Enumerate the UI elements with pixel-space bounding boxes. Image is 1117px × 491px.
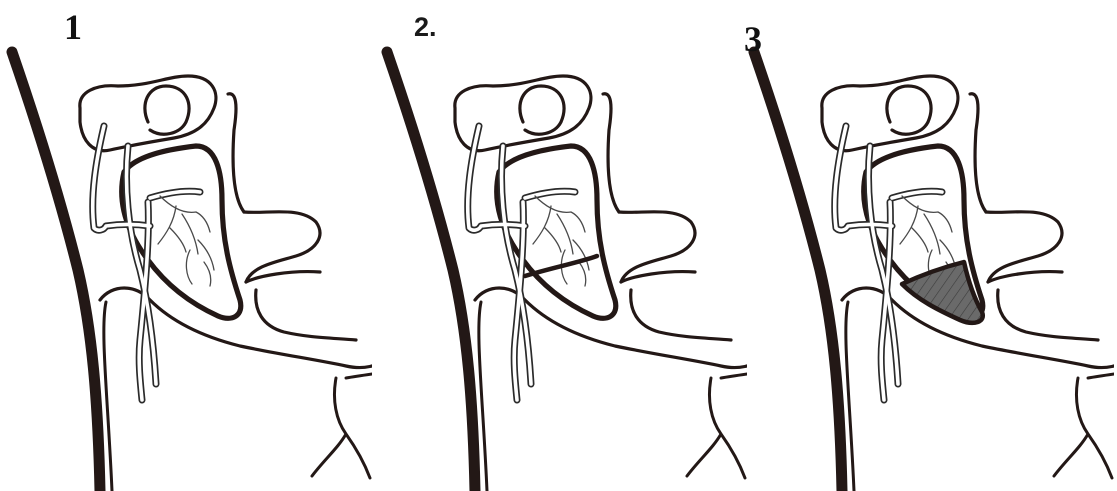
panel-3 bbox=[742, 0, 1114, 491]
panel-2-drawing bbox=[375, 0, 747, 491]
panel-1 bbox=[0, 0, 372, 491]
panel-2 bbox=[375, 0, 747, 491]
panel-3-label: 3 bbox=[744, 18, 762, 60]
panel-2-label: 2. bbox=[414, 12, 437, 43]
incision-line bbox=[525, 256, 597, 276]
panel-1-label: 1 bbox=[64, 6, 82, 48]
panel-1-drawing bbox=[0, 0, 372, 491]
panel-3-drawing bbox=[742, 0, 1114, 491]
